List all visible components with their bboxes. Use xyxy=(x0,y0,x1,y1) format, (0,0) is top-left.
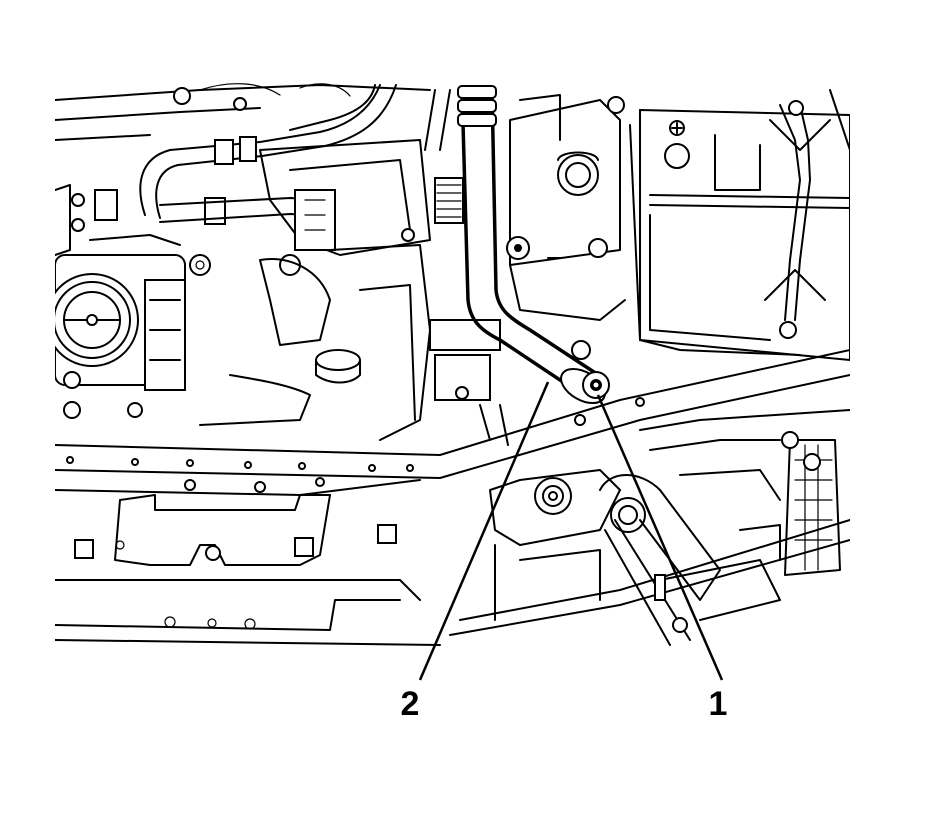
battery xyxy=(629,108,850,362)
reservoir-cap xyxy=(506,94,626,360)
engine-drawing xyxy=(55,83,850,646)
intake-manifold xyxy=(259,139,431,384)
center-structure xyxy=(199,244,509,446)
lower-brackets xyxy=(449,409,850,646)
callout-label-1: 1 xyxy=(709,685,728,723)
callout-leader-1 xyxy=(596,394,724,681)
radiator-support xyxy=(55,349,850,646)
gear-pulley xyxy=(424,89,464,224)
mounting-bolt xyxy=(582,371,610,399)
callout-leader-2 xyxy=(418,381,550,681)
throttle-body xyxy=(55,254,186,419)
hoses-upper-left xyxy=(139,84,397,225)
connector-bank xyxy=(784,439,841,576)
callout-leaders xyxy=(418,381,724,681)
fuel-rail-left xyxy=(55,184,211,276)
callout-label-2: 2 xyxy=(401,685,420,723)
wiring-harness xyxy=(764,89,850,339)
